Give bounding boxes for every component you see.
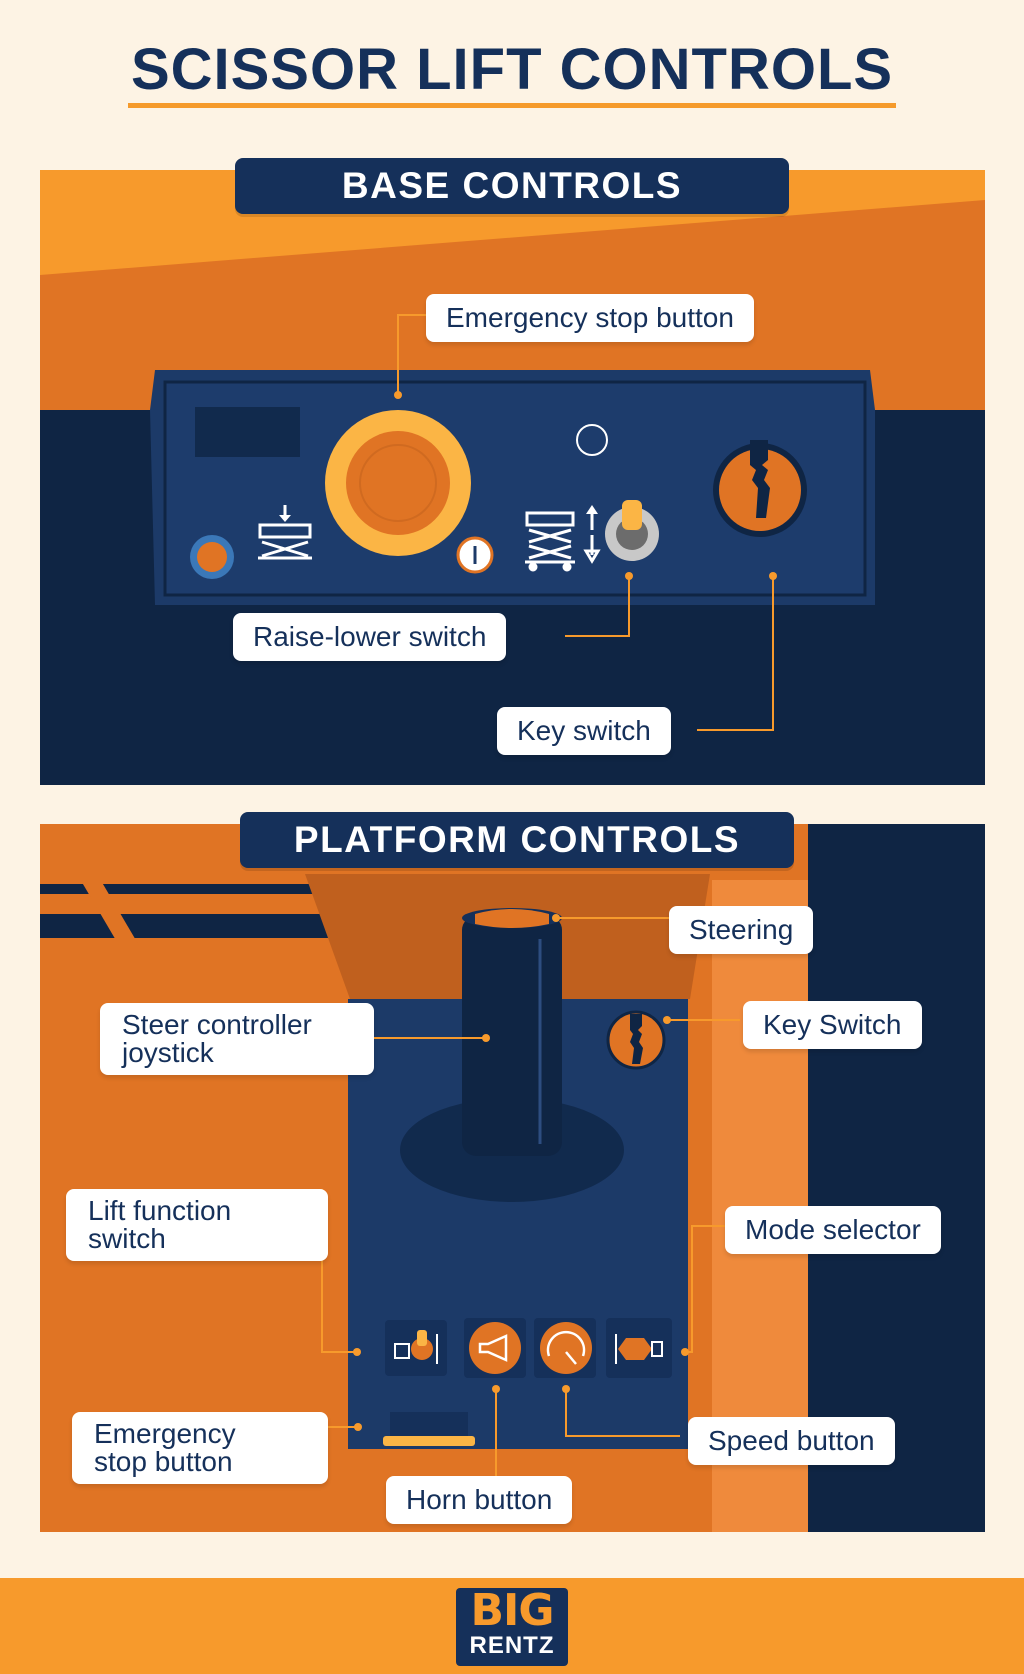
lower-icon	[258, 505, 312, 560]
speedometer-icon	[546, 1330, 586, 1365]
horn-button[interactable]	[469, 1322, 521, 1374]
steering-thumb-switch[interactable]	[475, 909, 549, 928]
platform-callout-mode-selector: Mode selector	[725, 1206, 941, 1254]
platform-right-wall	[808, 824, 985, 1532]
steer-controller-joystick[interactable]	[462, 916, 562, 1156]
platform-emergency-stop-button[interactable]	[390, 1412, 468, 1438]
base-emergency-stop-button[interactable]	[346, 431, 450, 535]
emergency-stop-line2: stop button	[94, 1446, 233, 1477]
key-slot-icon	[750, 440, 770, 518]
mount-hole	[576, 424, 608, 456]
raise-lower-switch[interactable]	[622, 500, 642, 530]
platform-callout-emergency-stop: Emergency stop button	[72, 1412, 328, 1484]
steer-joystick-line2: joystick	[122, 1037, 214, 1068]
base-controls-heading: BASE CONTROLS	[235, 158, 789, 214]
lift-function-line1: Lift function	[88, 1195, 232, 1226]
platform-callout-steer-joystick: Steer controller joystick	[100, 1003, 374, 1075]
base-callout-emergency-stop: Emergency stop button	[426, 294, 754, 342]
platform-controls-heading: PLATFORM CONTROLS	[240, 812, 794, 868]
base-controls-panel	[40, 170, 985, 785]
logo-line1: BIG	[470, 1585, 554, 1636]
platform-railings	[40, 879, 330, 954]
logo-line2: RENTZ	[469, 1632, 555, 1659]
lift-function-line2: switch	[88, 1223, 166, 1254]
platform-key-icon	[630, 1014, 643, 1064]
platform-controls-illustration	[40, 824, 985, 1532]
display-slot	[195, 407, 300, 457]
base-callout-key-switch: Key switch	[497, 707, 671, 755]
bigrentz-logo[interactable]: BIG RENTZ	[456, 1588, 568, 1666]
mode-selector[interactable]	[615, 1334, 663, 1364]
lift-function-switch[interactable]	[394, 1330, 438, 1364]
base-controls-illustration	[40, 170, 985, 785]
page-title: SCISSOR LIFT CONTROLS	[130, 37, 894, 102]
platform-callout-horn-button: Horn button	[386, 1476, 573, 1524]
raise-lower-icon	[525, 505, 601, 572]
emergency-stop-line1: Emergency	[94, 1418, 236, 1449]
platform-controls-panel	[40, 824, 985, 1532]
base-callout-raise-lower: Raise-lower switch	[233, 613, 507, 661]
platform-callout-speed-button: Speed button	[688, 1417, 895, 1465]
horn-icon	[478, 1334, 508, 1362]
platform-callout-lift-function: Lift function switch	[66, 1189, 328, 1261]
platform-callout-key-switch: Key Switch	[743, 1001, 922, 1049]
indicator-light	[197, 542, 227, 572]
speed-button[interactable]	[540, 1322, 592, 1374]
platform-callout-steering: Steering	[669, 906, 814, 954]
steer-joystick-line1: Steer controller	[122, 1009, 312, 1040]
title-underline	[128, 103, 896, 108]
